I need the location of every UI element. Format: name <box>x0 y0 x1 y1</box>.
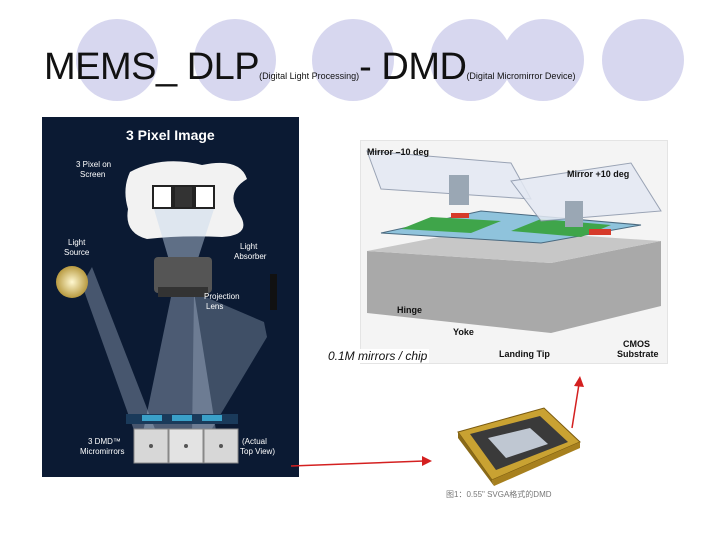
label-cmos: Substrate <box>617 349 659 359</box>
red-arrowhead <box>422 456 432 466</box>
label-light-source: Light <box>68 238 86 247</box>
decor-circle <box>76 19 158 101</box>
dmd-chip-image <box>457 407 581 486</box>
mirror-tile <box>203 428 239 464</box>
label-projection-lens: Projection <box>204 292 240 301</box>
landing-tip <box>451 213 469 218</box>
micromirror <box>172 415 192 421</box>
dlp-diagram: 3 Pixel Image 3 Pixel on Screen Light So… <box>42 117 299 477</box>
dmd-structure-svg: Mirror –10 deg Mirror +10 deg Hinge Yoke… <box>366 147 662 359</box>
dmd-structure-diagram: Mirror –10 deg Mirror +10 deg Hinge Yoke… <box>360 140 668 364</box>
red-arrow-to-structure <box>571 383 580 429</box>
label-yoke: Yoke <box>453 327 474 337</box>
pixel-dark <box>175 187 192 207</box>
label-pixel-on-screen: Screen <box>80 170 105 179</box>
title-sub-dmd: (Digital Micromirror Device) <box>466 71 576 81</box>
label-actual: (Actual <box>242 437 267 446</box>
projection-beam <box>142 292 217 437</box>
decor-circle <box>312 19 394 101</box>
decor-circle <box>194 19 276 101</box>
mirror-count-caption: 0.1M mirrors / chip <box>326 349 430 363</box>
label-hinge: Hinge <box>397 305 422 315</box>
mirror-post <box>449 175 469 205</box>
landing-tip <box>589 229 611 235</box>
label-pixel-on-screen: 3 Pixel on <box>76 160 111 169</box>
red-arrow-to-chip <box>290 460 425 467</box>
label-light-absorber: Light <box>240 242 258 251</box>
label-dmd: 3 DMD™ <box>88 437 121 446</box>
light-beam <box>82 267 162 447</box>
label-light-absorber: Absorber <box>234 252 267 261</box>
red-arrowhead <box>574 376 584 387</box>
diagram-heading: 3 Pixel Image <box>126 127 215 143</box>
decor-circle <box>502 19 584 101</box>
title-main-dlp: MEMS_ DLP <box>44 46 260 88</box>
mirror-tilted-pos <box>510 162 662 222</box>
green-yoke <box>511 219 611 237</box>
label-cmos: CMOS <box>623 339 650 349</box>
label-mirror-neg: Mirror –10 deg <box>367 147 429 157</box>
reflected-beam <box>192 292 267 437</box>
label-dmd: Micromirrors <box>80 447 124 456</box>
label-projection-lens: Lens <box>206 302 223 311</box>
title-sub-dlp: (Digital Light Processing) <box>259 71 360 81</box>
mirror-tile <box>168 428 204 464</box>
label-mirror-pos: Mirror +10 deg <box>567 169 629 179</box>
chip-caption: 图1：0.55" SVGA格式的DMD <box>446 490 552 499</box>
projection-lens <box>154 257 212 293</box>
green-yoke <box>401 217 501 233</box>
mirror-post <box>565 201 583 227</box>
pixel-lit <box>154 187 171 207</box>
cmos-substrate <box>367 241 661 333</box>
label-light-source: Source <box>64 248 90 257</box>
micromirror <box>202 415 222 421</box>
light-absorber <box>270 274 277 310</box>
label-landing-tip: Landing Tip <box>499 349 550 359</box>
dlp-diagram-svg: 3 Pixel Image 3 Pixel on Screen Light So… <box>56 127 277 464</box>
micromirror <box>142 415 162 421</box>
pixel-lit <box>196 187 213 207</box>
slide-title: MEMS_ DLP(Digital Light Processing)- DMD… <box>44 46 575 89</box>
decor-circle <box>602 19 684 101</box>
label-actual: Top View) <box>240 447 275 456</box>
title-main-dmd: - DMD <box>359 46 467 88</box>
light-source-lamp <box>56 266 88 298</box>
decor-circle <box>430 19 512 101</box>
